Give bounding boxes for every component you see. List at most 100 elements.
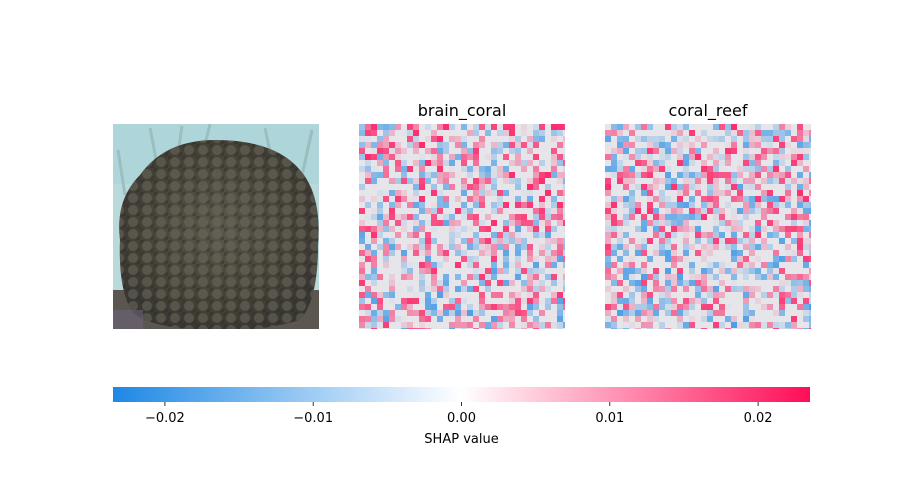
shap-cell <box>395 142 401 148</box>
shap-cell <box>473 268 479 274</box>
shap-cell <box>767 166 773 172</box>
shap-cell <box>497 208 503 214</box>
shap-cell <box>743 142 749 148</box>
shap-cell <box>731 196 737 202</box>
shap-cell <box>605 130 611 136</box>
shap-cell <box>365 124 371 130</box>
shap-cell <box>605 322 611 328</box>
shap-cell <box>803 238 809 244</box>
shap-cell <box>491 328 497 329</box>
shap-cell <box>743 214 749 220</box>
shap-cell <box>377 160 383 166</box>
shap-cell <box>683 280 689 286</box>
shap-cell <box>713 124 719 130</box>
shap-cell <box>791 292 797 298</box>
shap-cell <box>563 274 565 280</box>
shap-cell <box>563 286 565 292</box>
shap-cell <box>611 160 617 166</box>
shap-cell <box>683 304 689 310</box>
shap-cell <box>485 328 491 329</box>
shap-cell <box>797 232 803 238</box>
shap-cell <box>527 226 533 232</box>
shap-cell <box>407 298 413 304</box>
shap-cell <box>641 244 647 250</box>
shap-cell <box>731 226 737 232</box>
shap-cell <box>653 226 659 232</box>
shap-cell <box>665 178 671 184</box>
shap-cell <box>467 154 473 160</box>
shap-cell <box>743 268 749 274</box>
shap-cell <box>359 274 365 280</box>
shap-cell <box>395 244 401 250</box>
shap-cell <box>449 310 455 316</box>
shap-cell <box>803 280 809 286</box>
shap-cell <box>641 124 647 130</box>
shap-cell <box>479 274 485 280</box>
shap-cell <box>359 136 365 142</box>
shap-cell <box>461 148 467 154</box>
shap-cell <box>527 292 533 298</box>
shap-cell <box>449 160 455 166</box>
shap-cell <box>551 130 557 136</box>
shap-cell <box>677 310 683 316</box>
shap-cell <box>461 136 467 142</box>
shap-cell <box>563 184 565 190</box>
shap-cell <box>659 166 665 172</box>
shap-cell <box>713 160 719 166</box>
shap-cell <box>719 172 725 178</box>
shap-cell <box>365 130 371 136</box>
shap-cell <box>467 310 473 316</box>
shap-cell <box>713 310 719 316</box>
shap-cell <box>617 136 623 142</box>
shap-cell <box>521 202 527 208</box>
shap-cell <box>455 226 461 232</box>
shap-cell <box>431 298 437 304</box>
shap-cell <box>797 190 803 196</box>
shap-cell <box>773 322 779 328</box>
shap-cell <box>623 136 629 142</box>
shap-cell <box>743 178 749 184</box>
shap-cell <box>515 154 521 160</box>
shap-cell <box>485 154 491 160</box>
shap-cell <box>365 166 371 172</box>
shap-cell <box>749 142 755 148</box>
shap-cell <box>521 298 527 304</box>
shap-cell <box>779 178 785 184</box>
shap-cell <box>359 196 365 202</box>
shap-cell <box>377 148 383 154</box>
shap-cell <box>743 130 749 136</box>
shap-cell <box>803 226 809 232</box>
shap-cell <box>749 226 755 232</box>
shap-cell <box>425 238 431 244</box>
shap-cell <box>623 262 629 268</box>
shap-cell <box>467 262 473 268</box>
shap-cell <box>641 220 647 226</box>
shap-cell <box>803 256 809 262</box>
shap-cell <box>449 226 455 232</box>
shap-cell <box>401 220 407 226</box>
shap-cell <box>551 250 557 256</box>
shap-cell <box>761 244 767 250</box>
shap-cell <box>665 184 671 190</box>
shap-cell <box>407 328 413 329</box>
shap-cell <box>785 232 791 238</box>
shap-cell <box>623 214 629 220</box>
shap-cell <box>629 190 635 196</box>
shap-cell <box>479 250 485 256</box>
shap-cell <box>749 130 755 136</box>
shap-cell <box>533 154 539 160</box>
shap-cell <box>533 130 539 136</box>
colorbar-tick-label: 0.00 <box>447 411 476 426</box>
shap-cell <box>659 322 665 328</box>
shap-cell <box>407 196 413 202</box>
shap-cell <box>803 154 809 160</box>
shap-cell <box>437 160 443 166</box>
shap-cell <box>773 166 779 172</box>
shap-cell <box>779 124 785 130</box>
shap-cell <box>491 274 497 280</box>
shap-cell <box>689 280 695 286</box>
shap-cell <box>509 178 515 184</box>
shap-cell <box>485 304 491 310</box>
shap-cell <box>485 238 491 244</box>
shap-cell <box>461 142 467 148</box>
